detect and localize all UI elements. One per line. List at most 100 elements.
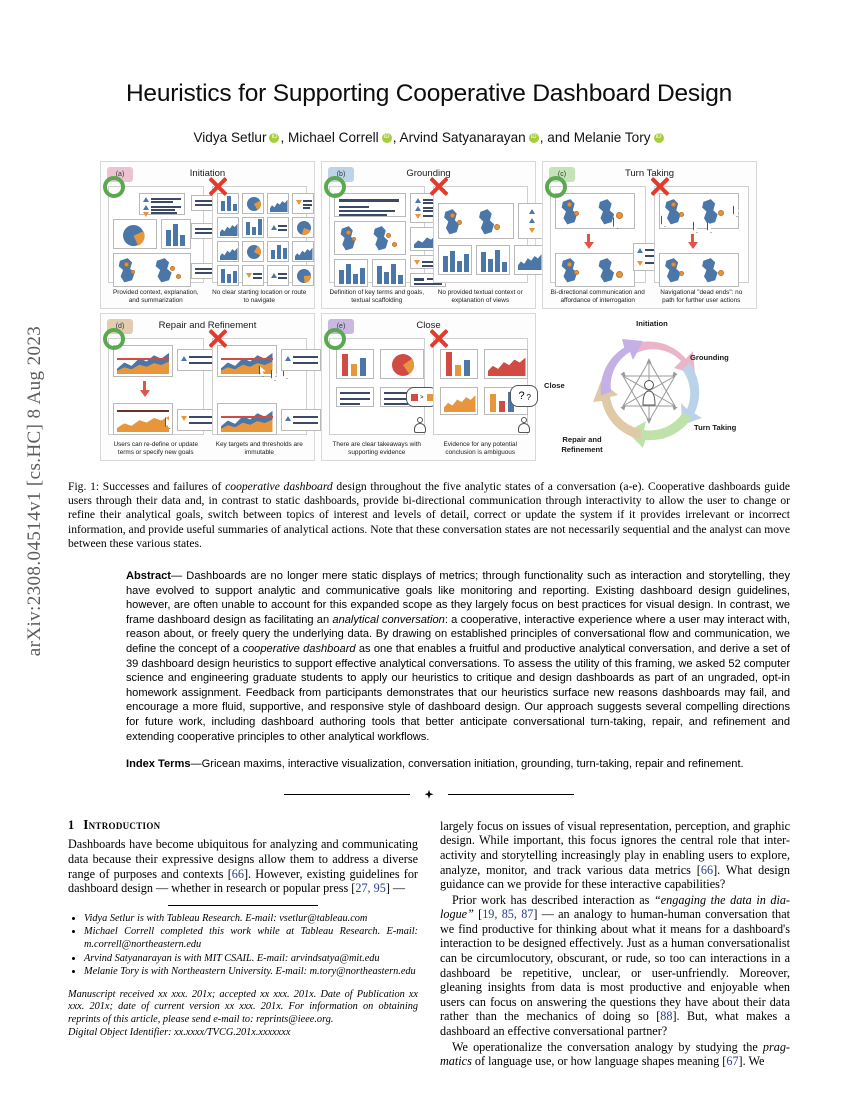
intro-right-text-c: Prior work has described interaction as	[452, 892, 654, 907]
failure-x-icon	[649, 176, 671, 198]
conversation-cycle-diagram: Initiation Grounding Turn Taking Repair …	[542, 313, 757, 461]
flow-arrow-icon	[687, 242, 698, 249]
footnote-item: Vidya Setlur is with Tableau Research. E…	[84, 913, 418, 926]
panel-e-good: >	[324, 328, 438, 435]
panel-e-good-caption: There are clear takeaways with supportin…	[332, 441, 421, 456]
intro-right-text-f: ]. But, what makes a dashboard an effect…	[440, 1009, 791, 1039]
intro-right-text-g: We operationalize the conversation analo…	[452, 1039, 763, 1054]
flow-arrow-icon	[140, 390, 150, 397]
footnote-item: Melanie Tory is with Northeastern Univer…	[84, 966, 418, 979]
panel-c-bad	[653, 186, 749, 287]
cycle-label-repair: Repair and Refinement	[561, 435, 603, 454]
manuscript-info: Manuscript received xx xxx. 201x; accept…	[68, 988, 418, 1026]
panel-e-bad: ? ?	[432, 338, 538, 435]
intro-text-a: Dashboards have become ubiquitous for an…	[68, 837, 418, 881]
panel-title-c: Turn Taking	[624, 168, 675, 179]
panel-a-good	[103, 176, 225, 287]
panel-c-bad-caption: Navigational "dead ends": no path for fu…	[660, 289, 743, 304]
panel-d-bad	[211, 338, 321, 435]
panel-a-bad	[211, 186, 314, 286]
author-footnotes: Vidya Setlur is with Tableau Research. E…	[68, 913, 418, 979]
figure-panel-e: (e) Close	[321, 313, 538, 461]
paper-page: Heuristics for Supporting Cooperative Da…	[68, 0, 790, 1100]
citation-link[interactable]: 19, 85, 87	[482, 907, 534, 922]
footnote-rule	[168, 904, 318, 906]
abstract-student-count: 52	[728, 657, 741, 670]
intro-right-text-d: [	[473, 907, 483, 922]
success-circle-icon	[103, 176, 125, 198]
index-terms-text: —Gricean maxims, interactive visualizati…	[190, 758, 744, 771]
insight-bubble: >	[406, 387, 438, 407]
right-column: largely focus on issues of visual repres…	[440, 818, 790, 1069]
panel-d-good-caption: Users can re-define or update terms or s…	[113, 441, 199, 456]
cycle-label-grounding: Grounding	[690, 353, 729, 362]
panel-d-bad-caption: Key targets and thresholds are immutable	[215, 441, 303, 456]
author-name: Melanie Tory	[573, 130, 651, 145]
success-circle-icon	[324, 176, 346, 198]
abstract-heuristic-count: 39	[126, 657, 139, 670]
abstract-i2: cooperative dashboard	[242, 642, 356, 655]
citation-link[interactable]: 66	[231, 866, 244, 881]
author-separator: , and	[539, 130, 574, 145]
intro-right-text-e: ] — an analogy to human-human conversati…	[440, 907, 790, 1024]
intro-paragraph-right-3: We operationalize the conversation analo…	[440, 1040, 790, 1069]
orcid-icon[interactable]	[653, 132, 664, 143]
author-name: Michael Correll	[288, 130, 379, 145]
intro-text-c: ] —	[385, 881, 406, 896]
orcid-icon[interactable]	[528, 132, 539, 143]
figure-panel-b: (b) Grounding	[321, 161, 544, 309]
flow-arrow-icon	[584, 242, 594, 249]
section-heading-introduction: 1 Introduction	[68, 816, 418, 833]
failure-x-icon	[207, 328, 229, 350]
panel-title-d: Repair and Refinement	[158, 320, 257, 331]
citation-link[interactable]: 66	[700, 862, 714, 877]
figure-caption-label: Fig. 1:	[68, 480, 100, 493]
panel-b-bad	[432, 186, 544, 283]
abstract-i1: analytical conversation	[332, 613, 445, 626]
left-column: 1 Introduction Dashboards have become ubi…	[68, 816, 418, 1069]
footnote-item: Arvind Satyanarayan is with MIT CSAIL. E…	[84, 953, 418, 966]
panel-b-good	[324, 176, 446, 287]
citation-link[interactable]: 88	[660, 1009, 673, 1024]
index-terms: Index Terms—Gricean maxims, interactive …	[126, 757, 790, 772]
doi-info: Digital Object Identifier: xx.xxxx/TVCG.…	[68, 1026, 291, 1038]
intro-right-emphasis: “engaging the data in dia-logue”	[440, 892, 790, 922]
abstract-p1: — Dashboards are no longer mere static d…	[126, 570, 790, 626]
author-list: Vidya Setlur, Michael Correll, Arvind Sa…	[68, 130, 790, 145]
section-title: Introduction	[83, 816, 161, 832]
citation-link[interactable]: 27, 95	[355, 881, 386, 896]
figure-caption-emphasis: cooperative dashboard	[225, 480, 333, 493]
intro-paragraph-left: Dashboards have become ubiquitous for an…	[68, 837, 418, 895]
cycle-label-initiation: Initiation	[636, 319, 668, 328]
panel-c-good-caption: Bi-directional communication and afforda…	[550, 289, 645, 304]
success-circle-icon	[324, 328, 346, 350]
abstract-label: Abstract	[126, 570, 172, 583]
index-terms-label: Index Terms	[126, 758, 191, 771]
confusion-bubble: ? ?	[509, 385, 538, 407]
arxiv-stamp: arXiv:2308.04514v1 [cs.HC] 8 Aug 2023	[24, 325, 45, 657]
abstract-section: Abstract— Dashboards are no longer mere …	[126, 569, 790, 772]
figure-panel-a: (a) Initiation	[100, 161, 315, 309]
body-columns: 1 Introduction Dashboards have become ubi…	[68, 816, 790, 1069]
failure-x-icon	[207, 176, 229, 198]
cycle-label-turn-taking: Turn Taking	[694, 423, 737, 432]
intro-right-text-b: ]. What design guidance can we provide f…	[440, 862, 790, 892]
figure-1: (a) Initiation	[68, 161, 790, 466]
panel-title-a: Initiation	[189, 168, 226, 179]
section-number: 1	[68, 817, 75, 832]
intro-right-emphasis-2: prag-matics	[440, 1039, 790, 1069]
figure-panel-d: (d) Repair and Refinement	[100, 313, 321, 461]
abstract-p3: as one that enables a fruitful and produ…	[355, 642, 790, 655]
panel-e-bad-caption: Evidence for any potential conclusion is…	[443, 441, 518, 456]
failure-x-icon	[428, 328, 450, 350]
figure-panel-c: (c) Turn Taking	[542, 161, 757, 309]
orcid-icon[interactable]	[269, 132, 280, 143]
panel-title-b: Grounding	[406, 168, 451, 179]
intro-paragraph-right-1: largely focus on issues of visual repres…	[440, 819, 790, 892]
author-name: Arvind Satyanarayan	[399, 130, 526, 145]
panel-d-good	[103, 328, 217, 435]
orcid-icon[interactable]	[381, 132, 392, 143]
intro-right-text-i: ]. We	[738, 1054, 765, 1069]
citation-link[interactable]: 67	[726, 1054, 739, 1069]
page-title: Heuristics for Supporting Cooperative Da…	[125, 80, 733, 107]
